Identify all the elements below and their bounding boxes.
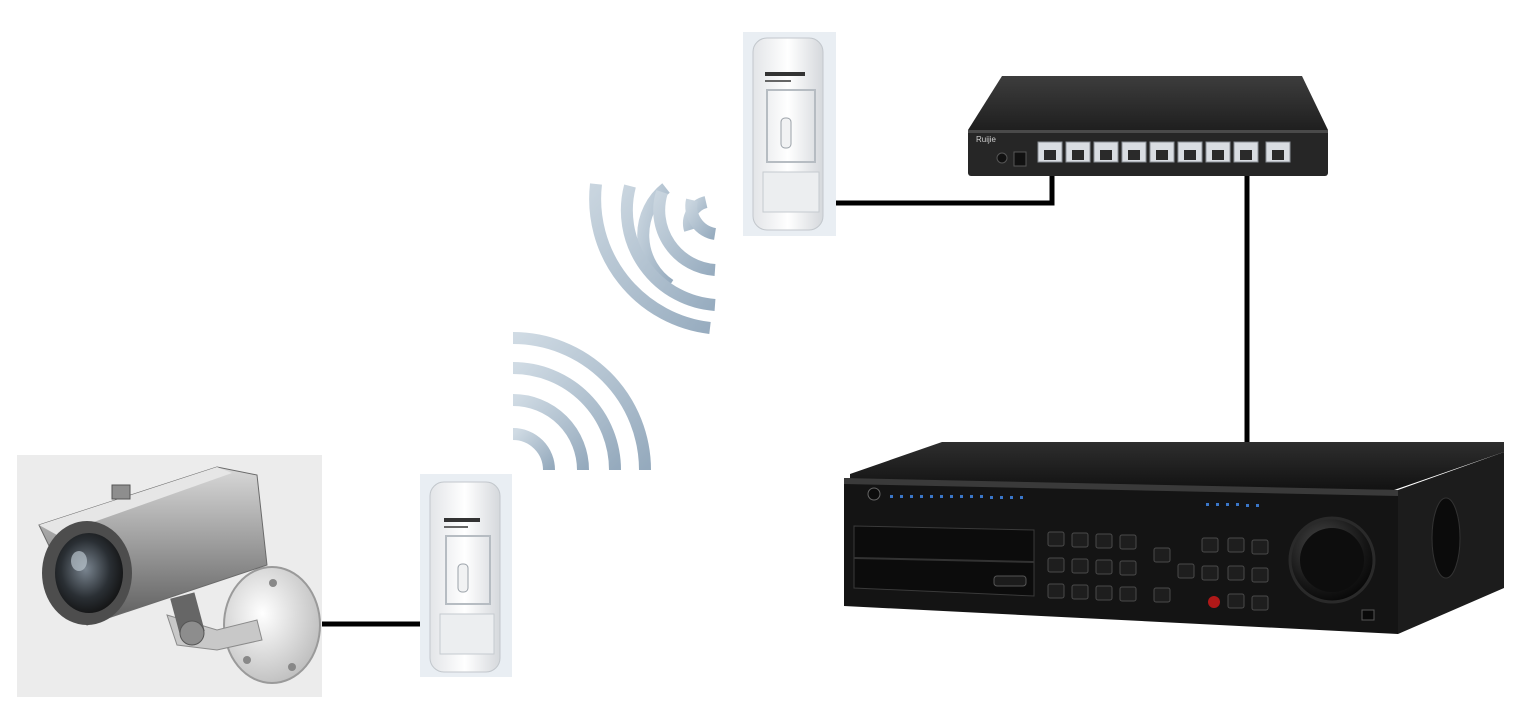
poe-switch-panel: Ruijie xyxy=(962,72,1330,180)
wireless-signal-icon-lower xyxy=(512,332,651,471)
switch-brand-logo: Ruijie xyxy=(976,135,997,144)
cable-cpe-to-switch xyxy=(832,170,1055,206)
cpe-lower-panel xyxy=(420,474,512,677)
wireless-signal-icon-upper xyxy=(589,183,717,334)
cpe-upper-panel xyxy=(743,32,836,236)
outdoor-cpe-bridge-icon xyxy=(429,481,501,673)
network-video-recorder-icon xyxy=(844,442,1504,634)
poe-switch-icon: Ruijie xyxy=(968,76,1328,176)
security-camera-icon xyxy=(38,466,321,684)
outdoor-cpe-bridge-icon xyxy=(752,37,824,231)
camera-photo-panel xyxy=(17,455,322,697)
nvr-panel xyxy=(842,438,1508,638)
